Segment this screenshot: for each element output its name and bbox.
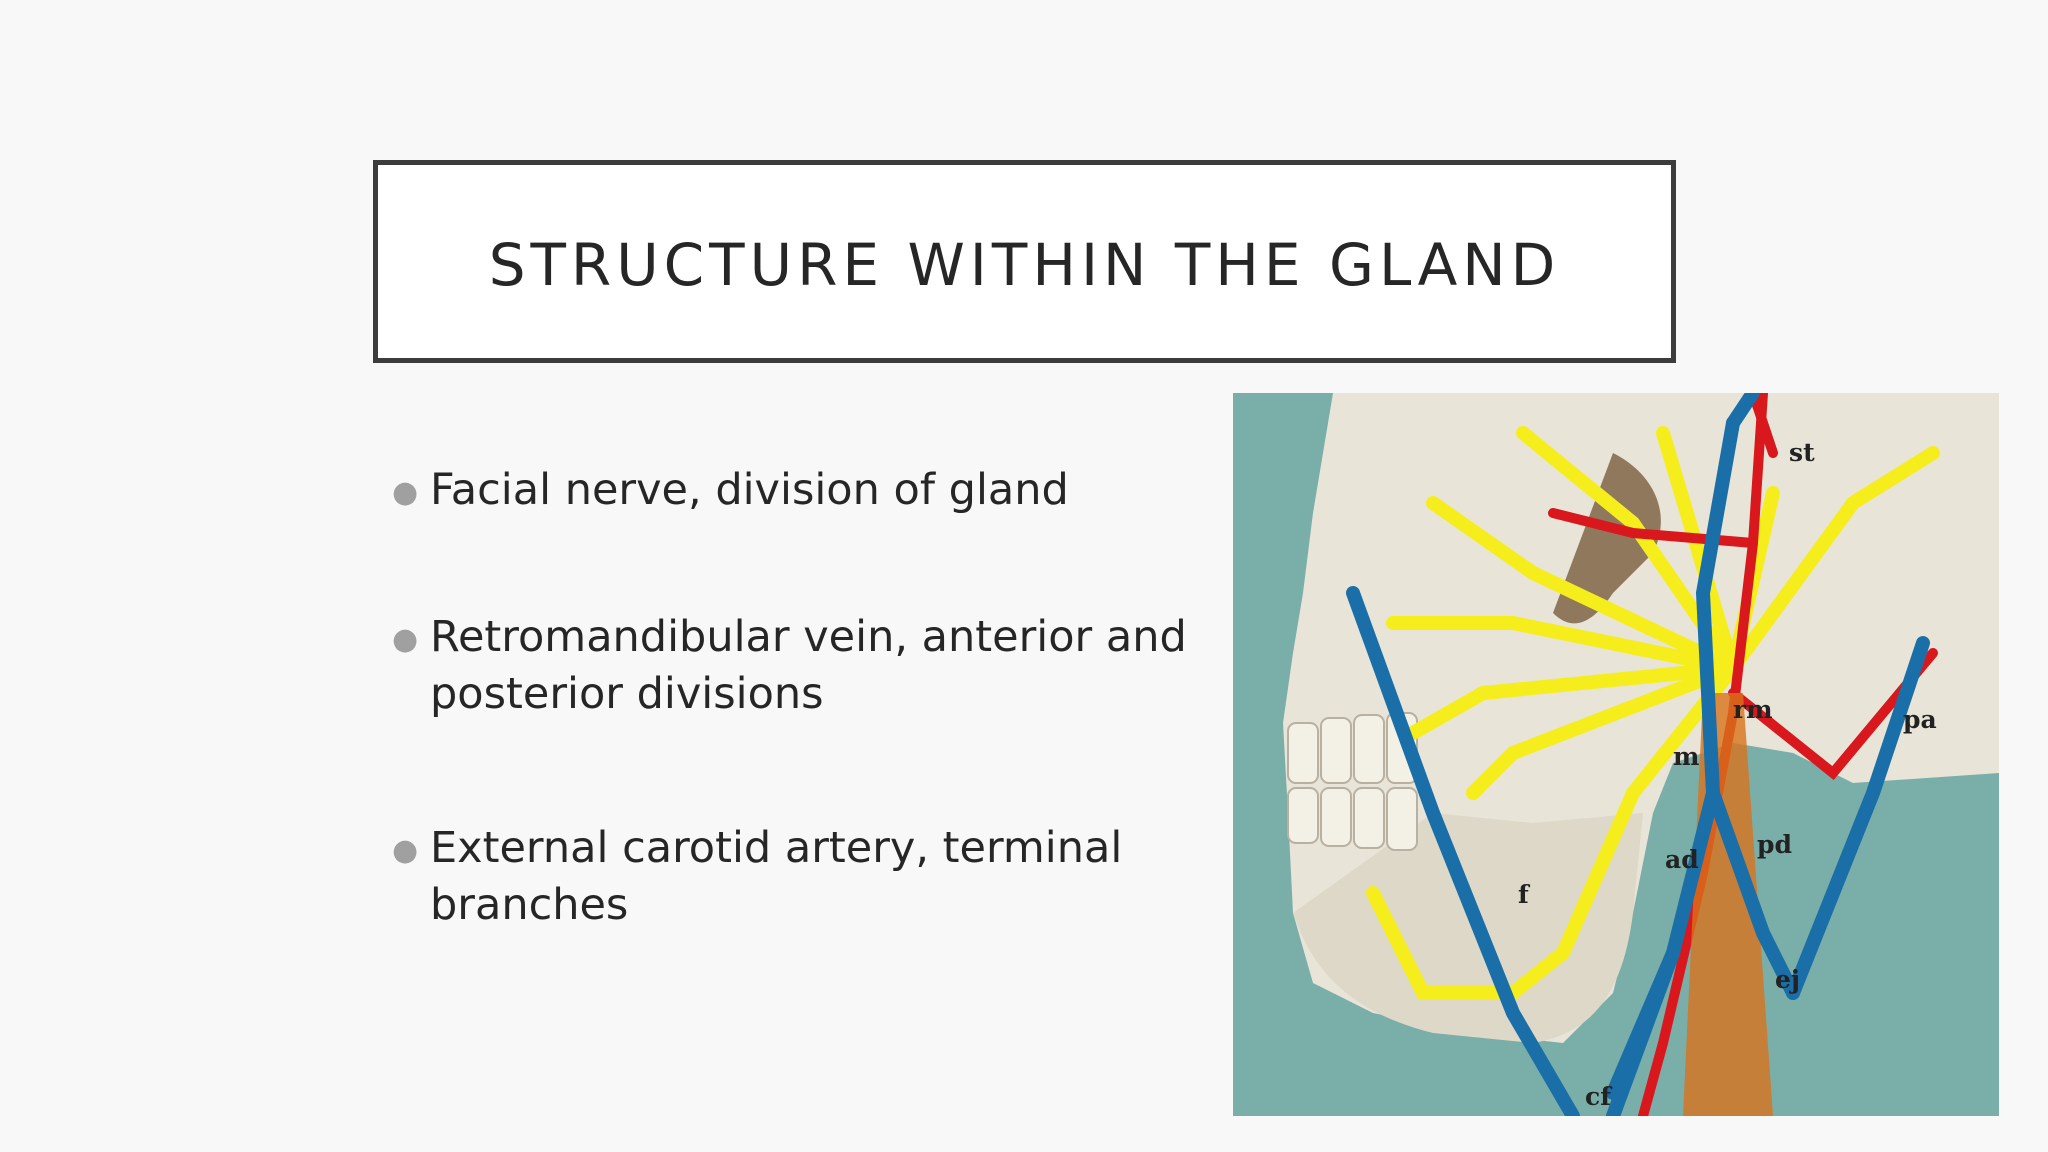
bullet-item: ● Retromandibular vein, anterior and pos… [388, 609, 1188, 723]
label-ad: ad [1665, 845, 1699, 874]
label-st: st [1789, 438, 1815, 467]
bullet-text: Facial nerve, division of gland [430, 465, 1069, 515]
title-box: STRUCTURE WITHIN THE GLAND [373, 160, 1676, 363]
retromandibular-vein-lines [1346, 393, 1930, 1116]
label-ej: ej [1775, 965, 1800, 994]
label-f: f [1518, 880, 1531, 909]
skull-shadow-shape [1553, 453, 1661, 624]
bullet-dot-icon: ● [392, 622, 419, 657]
label-pa: pa [1903, 705, 1937, 734]
mandible-shape [1293, 813, 1643, 1043]
label-rm: rm [1733, 695, 1773, 724]
skull-illustration: st rm m pa ad pd f ej cf [1283, 393, 1999, 1116]
slide-title: STRUCTURE WITHIN THE GLAND [488, 230, 1561, 299]
label-pd: pd [1757, 830, 1792, 859]
bullet-list: ● Facial nerve, division of gland ● Retr… [388, 462, 1188, 934]
bullet-text: External carotid artery, terminal branch… [430, 823, 1123, 930]
bullet-dot-icon: ● [392, 833, 419, 868]
bullet-item: ● Facial nerve, division of gland [388, 462, 1188, 519]
label-m: m [1673, 742, 1699, 771]
skull-anatomy-figure: st rm m pa ad pd f ej cf [1233, 393, 1999, 1116]
bullet-text: Retromandibular vein, anterior and poste… [430, 612, 1187, 719]
bullet-item: ● External carotid artery, terminal bran… [388, 820, 1188, 934]
label-cf: cf [1585, 1082, 1613, 1111]
bullet-dot-icon: ● [392, 475, 419, 510]
